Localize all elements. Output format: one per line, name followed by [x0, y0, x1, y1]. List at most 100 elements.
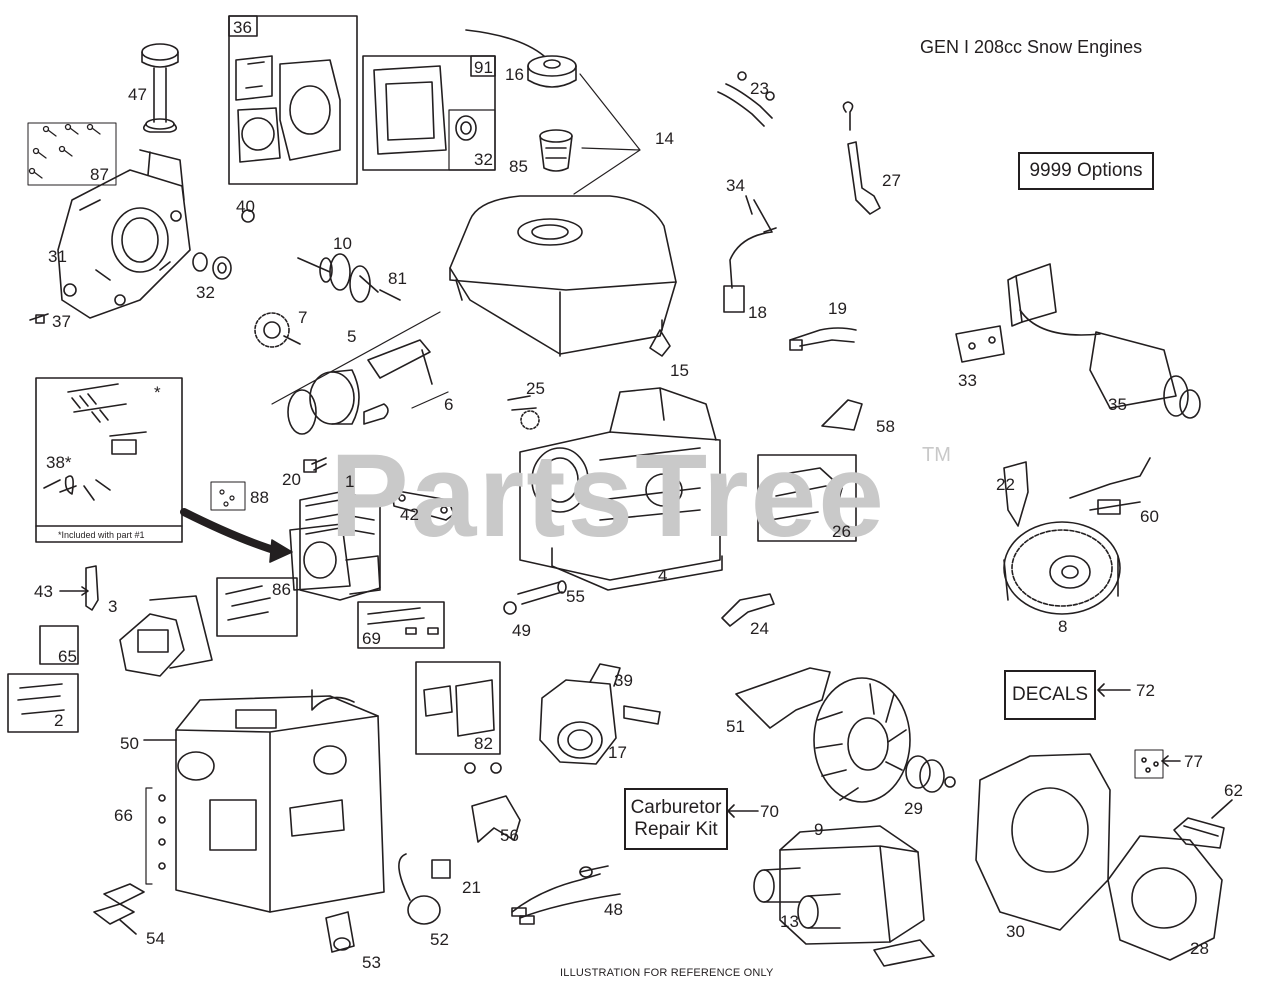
screws-66 [145, 787, 166, 885]
part-label-72: 72 [1136, 681, 1155, 700]
part-label-7: 7 [298, 308, 308, 327]
boxed-number-36: 36 [233, 18, 252, 37]
part-label-24: 24 [750, 619, 769, 638]
bolt-37-head [35, 314, 45, 324]
arrow-43-head [81, 586, 89, 596]
watermark-text: PartsTree [330, 430, 886, 562]
part-label-33: 33 [958, 371, 977, 390]
head-bolts-86 [216, 577, 298, 637]
bearing-32 [192, 252, 232, 280]
gasket-set-91 [362, 55, 496, 171]
ignition-keys-54 [93, 883, 145, 935]
part-label-50: 50 [120, 734, 139, 753]
fan-part [813, 677, 911, 803]
heat-shield-51 [735, 667, 831, 729]
fuel-cap-part [465, 29, 577, 88]
part-label-77: 77 [1184, 752, 1203, 771]
wire-harness-19 [789, 327, 857, 351]
carburetor-part [539, 663, 621, 765]
part-label-25: 25 [526, 379, 545, 398]
screws-77 [1134, 749, 1164, 779]
part-label-2: 2 [54, 711, 64, 730]
muffler-part [753, 825, 935, 967]
gasket-set-36 [228, 15, 358, 185]
governor-25 [507, 395, 540, 430]
part-label-52: 52 [430, 930, 449, 949]
carburetor-kit-callout: Carburetor Repair Kit [624, 788, 728, 850]
part-label-22: 22 [996, 475, 1015, 494]
part-label-47: 47 [128, 85, 147, 104]
cotter-pin-27 [842, 101, 881, 215]
part-label-20: 20 [282, 470, 301, 489]
wiring-48 [511, 865, 621, 925]
part-label-18: 18 [748, 303, 767, 322]
recoil-starter-part [1107, 835, 1223, 961]
dipstick-part [141, 43, 179, 133]
part-label-10: 10 [333, 234, 352, 253]
primer-52 [398, 853, 441, 925]
part-label-69: 69 [362, 629, 381, 648]
bracket-22 [1003, 461, 1029, 527]
part-label-62: 62 [1224, 781, 1243, 800]
part-label-28: 28 [1190, 939, 1209, 958]
part-label-31: 31 [48, 247, 67, 266]
part-label-16: 16 [505, 65, 524, 84]
hose-43 [85, 565, 99, 611]
part-label-17: 17 [608, 743, 627, 762]
blower-shroud-part [175, 689, 385, 913]
crankshaft-part [297, 253, 401, 303]
part-label-6: 6 [444, 395, 454, 414]
carburetor-kit-line2: Repair Kit [634, 819, 718, 840]
part-label-82: 82 [474, 734, 493, 753]
ignition-coil-18 [723, 199, 777, 313]
bracket-56 [464, 762, 521, 843]
switch-53 [325, 911, 355, 953]
lever-58 [821, 399, 863, 431]
pins-69 [357, 601, 445, 649]
part-label-40: 40 [236, 197, 255, 216]
decals-callout: DECALS [1004, 670, 1096, 720]
leader-34 [745, 195, 753, 215]
watermark-trademark: TM [922, 444, 951, 466]
footer-note: ILLUSTRATION FOR REFERENCE ONLY [560, 967, 774, 979]
part-label-8: 8 [1058, 617, 1068, 636]
cylinder-head-part [289, 491, 381, 601]
part-label-42: 42 [400, 505, 419, 524]
crankcase-cover-part [57, 149, 191, 319]
cam-gear-part [254, 312, 301, 348]
arrow-70 [727, 804, 759, 818]
gaskets-82 [415, 661, 501, 755]
part-label-32a: 32 [196, 283, 215, 302]
leader-62 [1211, 799, 1233, 819]
part-label-53: 53 [362, 953, 381, 972]
assembly-arrow-head [269, 539, 293, 563]
blower-housing-part [975, 753, 1111, 931]
options-callout: 9999 Options [1018, 152, 1154, 190]
starter-bracket-33 [955, 325, 1005, 363]
part-label-60: 60 [1140, 507, 1159, 526]
valve-kit-38 [35, 377, 183, 543]
fuel-strainer-part [539, 129, 573, 172]
part-label-14: 14 [655, 129, 674, 148]
bracket-24 [721, 593, 775, 627]
piston-assembly-part [271, 311, 449, 435]
part-label-13: 13 [780, 912, 799, 931]
engine-block-part [519, 387, 723, 591]
part-label-32b: 32 [474, 150, 493, 169]
part-label-29: 29 [904, 799, 923, 818]
wire-60 [1069, 457, 1151, 515]
part-label-19: 19 [828, 299, 847, 318]
part-label-15: 15 [670, 361, 689, 380]
arrow-77 [1161, 755, 1181, 767]
plug-40 [241, 209, 255, 223]
boxed-number-91: 91 [474, 58, 493, 77]
diagram-title: GEN I 208cc Snow Engines [920, 37, 1143, 57]
part-label-3: 3 [108, 597, 118, 616]
part-label-43: 43 [34, 582, 53, 601]
part-label-54: 54 [146, 929, 165, 948]
valve-cover-part [119, 595, 213, 677]
part-label-56: 56 [500, 826, 519, 845]
breather-hose-23 [717, 71, 775, 127]
part-label-1: 1 [345, 472, 355, 491]
collar-29 [905, 755, 956, 793]
